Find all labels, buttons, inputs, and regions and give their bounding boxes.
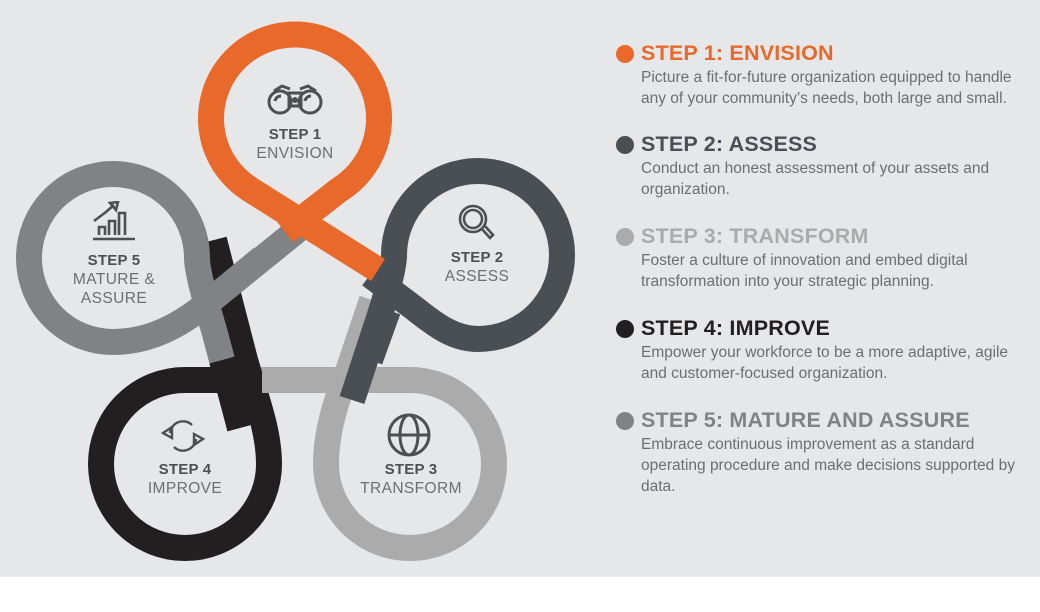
step4-loop-label: STEP 4 IMPROVE: [147, 461, 223, 497]
binoculars-icon: [266, 83, 324, 120]
magnifier-icon: [457, 203, 497, 248]
growth-chart-icon: [90, 200, 138, 246]
legend-item-step2: STEP 2: ASSESS Conduct an honest assessm…: [615, 131, 1035, 200]
globe-icon: [386, 412, 432, 463]
step3-ribbon: [250, 295, 507, 561]
step1-ribbon: [198, 21, 392, 281]
legend-item-step3: STEP 3: TRANSFORM Foster a culture of in…: [615, 223, 1035, 292]
steps-legend: STEP 1: ENVISION Picture a fit-for-futur…: [615, 40, 1035, 497]
refresh-cycle-icon: [160, 419, 206, 458]
orange-bullet-icon: [616, 45, 634, 63]
legend-item-step5: STEP 5: MATURE AND ASSURE Embrace contin…: [615, 407, 1035, 497]
step4-ribbon: [88, 236, 283, 561]
mid-gray-bullet-icon: [616, 412, 634, 430]
step3-loop-label: STEP 3 TRANSFORM: [360, 461, 462, 497]
step5-ribbon: [16, 161, 309, 364]
infographic-panel: [0, 0, 1040, 577]
legend-item-step4: STEP 4: IMPROVE Empower your workforce t…: [615, 315, 1035, 384]
five-step-loop-diagram: [16, 21, 575, 561]
black-bullet-icon: [616, 320, 634, 338]
slate-bullet-icon: [616, 136, 634, 154]
step5-loop-label: STEP 5 MATURE & ASSURE: [72, 252, 156, 307]
step1-loop-label: STEP 1 ENVISION: [256, 126, 334, 162]
light-gray-bullet-icon: [616, 228, 634, 246]
legend-item-step1: STEP 1: ENVISION Picture a fit-for-futur…: [615, 40, 1035, 109]
step2-loop-label: STEP 2 ASSESS: [444, 249, 510, 285]
